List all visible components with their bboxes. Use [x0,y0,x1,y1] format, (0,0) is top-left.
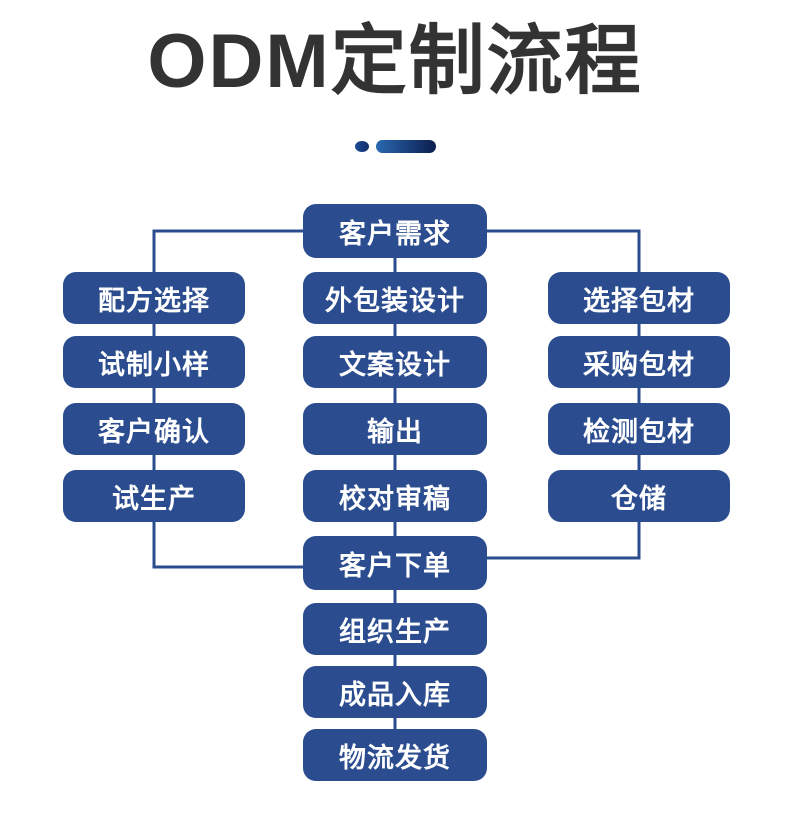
node-logistics-shipping: 物流发货 [303,729,487,781]
node-copy-design: 文案设计 [303,336,487,388]
node-output: 输出 [303,403,487,455]
node-trial-sample: 试制小样 [63,336,245,388]
node-customer-confirmation: 客户确认 [63,403,245,455]
divider-dot-icon [354,140,369,152]
node-organize-production: 组织生产 [303,603,487,655]
node-trial-production: 试生产 [63,470,245,522]
node-material-purchase: 采购包材 [548,336,730,388]
divider-bar-icon [375,139,436,153]
node-proofreading: 校对审稿 [303,470,487,522]
node-material-selection: 选择包材 [548,272,730,324]
node-finished-goods-storage: 成品入库 [303,666,487,718]
node-material-testing: 检测包材 [548,403,730,455]
node-outer-packaging-design: 外包装设计 [303,272,487,324]
node-formula-selection: 配方选择 [63,272,245,324]
node-warehousing: 仓储 [548,470,730,522]
page-title: ODM定制流程 [147,19,643,104]
title-divider [0,139,790,153]
node-customer-needs: 客户需求 [303,204,487,258]
node-customer-order: 客户下单 [303,536,487,590]
